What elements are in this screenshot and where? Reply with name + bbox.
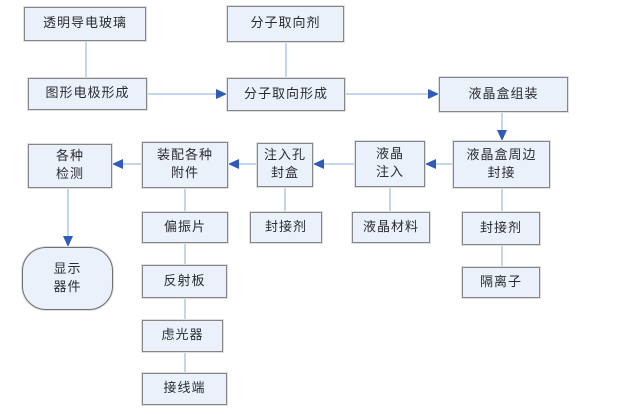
node-wiring-terminal: 接线端	[142, 373, 227, 405]
node-light-filter: 虑光器	[142, 320, 223, 352]
arrowhead-right-1	[216, 89, 227, 99]
node-molecular-alignment-formation: 分子取向形成	[227, 78, 345, 111]
node-various-inspection: 各种 检测	[28, 144, 112, 188]
node-reflector-plate: 反射板	[142, 265, 227, 298]
node-molecular-alignment-agent: 分子取向剂	[227, 6, 344, 42]
node-injection-hole-sealing: 注入孔 封盒	[257, 143, 313, 187]
node-lcd-cell-assembly: 液晶盒组装	[439, 77, 568, 112]
node-assemble-accessories: 装配各种 附件	[142, 142, 228, 188]
arrowhead-down-1	[497, 130, 507, 141]
node-cell-perimeter-sealing: 液晶盒周边 封接	[453, 141, 550, 188]
arrowhead-left-3	[228, 159, 239, 169]
arrowhead-left-4	[112, 159, 123, 169]
node-spacer: 隔离子	[462, 267, 540, 298]
node-sealant-left: 封接剂	[250, 212, 322, 243]
node-sealant-right: 封接剂	[462, 212, 540, 245]
arrowhead-left-2	[313, 159, 324, 169]
node-pattern-electrode-formation: 图形电极形成	[28, 78, 147, 110]
node-transparent-conductive-glass: 透明导电玻璃	[24, 7, 146, 41]
node-display-device: 显示 器件	[22, 247, 113, 310]
arrowhead-right-2	[428, 89, 439, 99]
arrowhead-left-1	[425, 159, 436, 169]
arrowhead-down-2	[63, 236, 73, 247]
node-liquid-crystal-injection: 液晶 注入	[355, 141, 425, 187]
node-polarizer: 偏振片	[142, 212, 228, 243]
node-liquid-crystal-material: 液晶材料	[352, 212, 430, 243]
